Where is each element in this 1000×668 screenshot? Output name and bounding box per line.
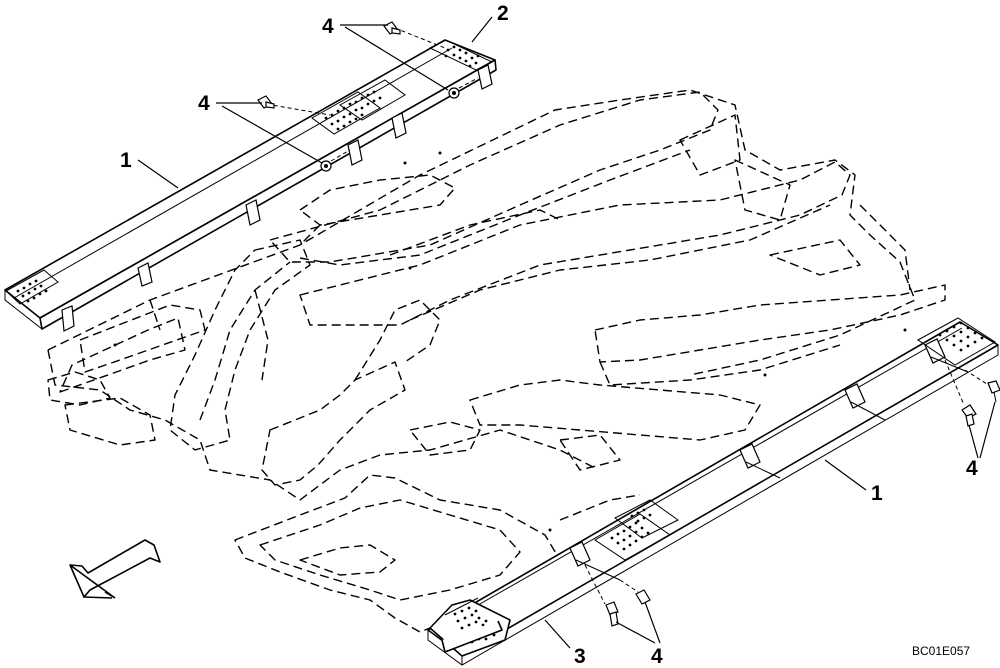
bolt-right-b (944, 359, 977, 427)
nut-top-a (448, 77, 479, 99)
frame-outline (47, 89, 946, 633)
nut-top-b (320, 149, 351, 172)
tread-plate-right-mid (594, 499, 679, 561)
bracket-left-2 (137, 262, 153, 287)
callout-end-plate-right: 3 (574, 645, 586, 668)
bracket-right-2 (739, 443, 761, 469)
bracket-left-5 (391, 112, 407, 139)
step-right (427, 317, 999, 666)
front-direction-arrow-icon (69, 539, 161, 599)
bolt-top-a (383, 21, 446, 49)
bolts (257, 21, 1000, 627)
callout-step-left: 1 (120, 149, 132, 172)
step-left (4, 39, 497, 332)
callout-bolts-top-2: 4 (198, 92, 210, 115)
bolt-bottom-a (619, 579, 651, 605)
end-plate-handle (441, 620, 503, 653)
callout-bolts-bottom: 4 (651, 645, 663, 668)
bracket-left-6 (477, 64, 493, 90)
tread-plate-left-end (5, 269, 59, 305)
tread-plate-left-mid (311, 79, 406, 135)
reference-code: BC01E057 (912, 644, 970, 658)
leader-lines (137, 16, 996, 649)
callout-end-plate-left: 2 (497, 2, 509, 25)
bracket-left-4 (347, 139, 363, 166)
end-plate-top (428, 39, 494, 71)
callout-bolts-right: 4 (966, 457, 978, 480)
end-plate-bottom (429, 597, 511, 657)
bracket-right-1 (569, 541, 591, 567)
bolt-top-b (257, 95, 331, 116)
bracket-left-1 (61, 305, 75, 332)
callout-step-right: 1 (871, 482, 883, 505)
bolt-right-a (964, 369, 1000, 403)
bracket-right-3 (844, 383, 866, 409)
bracket-left-3 (245, 199, 261, 226)
bolt-bottom-b (584, 564, 619, 627)
callout-bolts-top-1: 4 (322, 15, 334, 38)
tread-plate-right-end (917, 317, 996, 366)
